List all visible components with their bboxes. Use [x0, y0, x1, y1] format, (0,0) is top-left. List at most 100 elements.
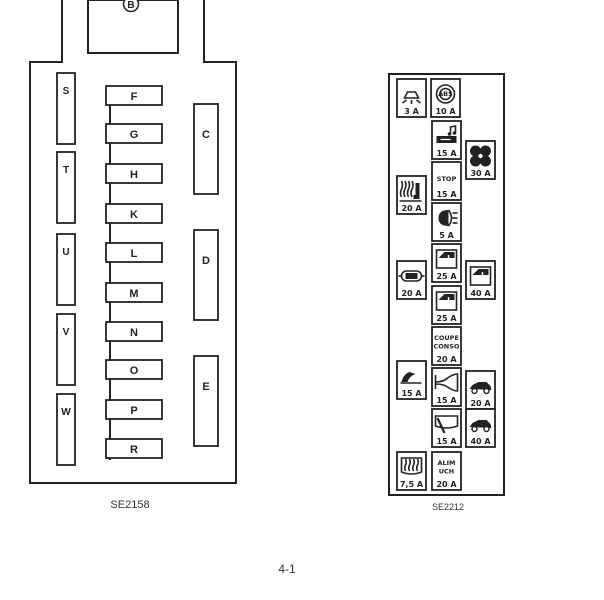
fuse-rating: 15 A	[436, 190, 457, 199]
power-window-icon	[469, 266, 492, 286]
fuse-rating: 30 A	[470, 169, 491, 178]
car-icon	[469, 420, 492, 433]
fuse-cell: 15 A	[431, 408, 462, 448]
right-slots: C D E	[193, 103, 219, 447]
fuse-label: G	[130, 129, 139, 141]
fuse-label: O	[130, 365, 139, 377]
page-number: 4-1	[278, 562, 296, 576]
fuse-r: R	[105, 438, 163, 459]
horn-icon	[434, 373, 459, 392]
abs-icon: ABS	[435, 84, 456, 104]
top-connector	[87, 0, 179, 54]
right-cells: 3 A ABS 10 A 15 A 30 A STOP 15 A 20 A 5 A 25 A 20 …	[396, 78, 496, 491]
fuse-f: F	[105, 85, 163, 106]
fuse-rating: 20 A	[470, 399, 491, 408]
rear-wiper-icon	[434, 415, 459, 434]
svg-text:ABS: ABS	[438, 90, 453, 98]
fuse-rating: 15 A	[436, 396, 457, 405]
fuse-p: P	[105, 399, 163, 420]
fuse-rating: 20 A	[401, 204, 422, 213]
slot-t: T	[56, 151, 76, 224]
fuse-rating: 20 A	[401, 289, 422, 298]
fuse-cell: 15 A	[431, 120, 462, 160]
slot-label: S	[63, 86, 70, 97]
fuse-cell-text: STOP	[437, 175, 457, 183]
slot-label: C	[202, 129, 210, 141]
fuse-n: N	[105, 321, 163, 342]
connector-b-label: B	[127, 0, 134, 11]
fuse-cell: 40 A	[465, 408, 496, 448]
power-window-icon	[435, 249, 458, 269]
fuse-label: F	[131, 91, 138, 103]
fuse-label: N	[130, 327, 138, 339]
slot-c: C	[193, 103, 219, 195]
slot-w: W	[56, 393, 76, 466]
fuse-label: K	[130, 209, 138, 221]
fuse-label: P	[130, 405, 137, 417]
fuse-cell: 20 A	[396, 175, 427, 215]
fan-icon	[470, 145, 491, 167]
slot-label: W	[61, 407, 71, 418]
slot-label: V	[63, 327, 70, 338]
slot-s: S	[56, 72, 76, 145]
fuse-rating: 3 A	[404, 107, 419, 116]
fuse-label: H	[130, 169, 138, 181]
fuse-rating: 20 A	[436, 480, 457, 489]
fuse-h: H	[105, 163, 163, 184]
fuse-rating: 15 A	[436, 437, 457, 446]
fuse-rating: 15 A	[436, 149, 457, 158]
slot-u: U	[56, 233, 76, 306]
fuse-rating: 40 A	[470, 289, 491, 298]
slot-d: D	[193, 229, 219, 321]
fuse-cell: 5 A	[431, 202, 462, 242]
fuse-cell: 20 A	[396, 260, 427, 300]
fuse-rating: 40 A	[470, 437, 491, 446]
left-box-caption: SE2158	[110, 499, 149, 511]
fuse-m: M	[105, 282, 163, 303]
fuse-rating: 10 A	[435, 107, 456, 116]
left-slots: S T U V W	[56, 72, 76, 466]
power-window-icon	[435, 291, 458, 311]
fuse-cell: 40 A	[465, 260, 496, 300]
slot-label: U	[62, 247, 69, 258]
headlight-icon	[438, 209, 458, 227]
fuse-rating: 20 A	[436, 355, 457, 364]
fuse-l: L	[105, 242, 163, 263]
fuse-cell: 15 A	[396, 360, 427, 400]
fuse-cell: 25 A	[431, 285, 462, 325]
fuse-rating: 25 A	[436, 314, 457, 323]
slot-label: D	[202, 255, 210, 267]
radio-icon	[436, 125, 457, 143]
fuse-cell: 20 A	[465, 370, 496, 410]
car-icon	[469, 382, 492, 395]
fuse-rating: 15 A	[401, 389, 422, 398]
slot-label: E	[202, 381, 209, 393]
left-fuses: F G H K L M N O P R	[105, 85, 163, 459]
rear-defrost-icon	[400, 457, 423, 475]
fuse-o: O	[105, 359, 163, 380]
left-box-outline	[29, 0, 237, 484]
fuse-label: R	[130, 444, 138, 456]
fuse-rating: 7,5 A	[400, 480, 424, 489]
slot-e: E	[193, 355, 219, 447]
fuse-g: G	[105, 123, 163, 144]
fuse-label: L	[131, 248, 138, 260]
fuse-cell: 3 A	[396, 78, 427, 118]
heated-seat-icon	[399, 180, 422, 202]
right-fuse-box	[388, 73, 505, 496]
fuse-cell: 15 A	[431, 367, 462, 407]
right-box-caption: SE2212	[432, 502, 464, 512]
fuse-cell: 25 A	[431, 243, 462, 283]
fuse-cell: 7,5 A	[396, 451, 427, 491]
slot-v: V	[56, 313, 76, 386]
fuse-label: M	[129, 288, 138, 300]
slot-label: T	[63, 165, 69, 176]
fuse-cell: STOP 15 A	[431, 161, 462, 201]
fuse-rating: 25 A	[436, 272, 457, 281]
fuse-rating: 5 A	[439, 231, 454, 240]
connector-b-marker	[122, 0, 140, 13]
sunroof-icon	[398, 270, 425, 282]
wiper-icon	[400, 372, 422, 384]
